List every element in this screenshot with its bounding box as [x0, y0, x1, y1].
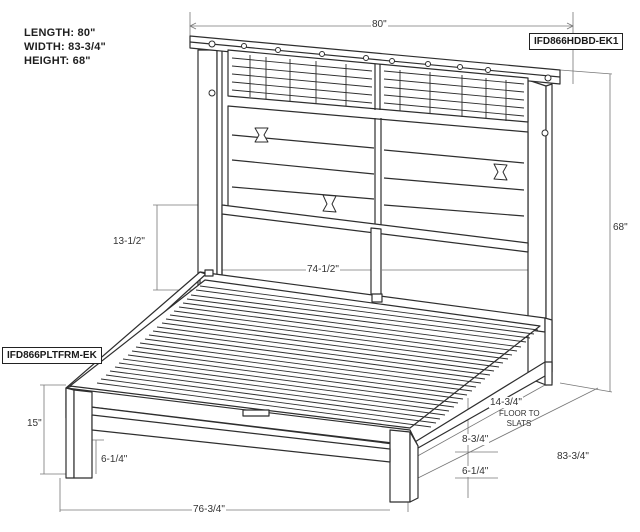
dim-front-width: 76-3/4" — [192, 504, 226, 515]
butterfly-inlays — [254, 127, 508, 213]
dim-overall-height: 68" — [612, 222, 629, 233]
spec-width: WIDTH: 83-3/4" — [24, 41, 106, 53]
dim-side-height: 15" — [26, 418, 43, 429]
spec-height: HEIGHT: 68" — [24, 55, 91, 67]
note-floor-to-slats: FLOOR TO SLATS — [499, 409, 540, 428]
headboard — [189, 35, 561, 386]
spec-length: LENGTH: 80" — [24, 27, 96, 39]
platform-model-tag: IFD866PLTFRM-EK — [2, 347, 102, 364]
dim-floor-to-slats: 14-3/4" — [489, 397, 523, 408]
dim-leg-right: 6-1/4" — [461, 466, 490, 477]
front-rail — [65, 269, 553, 503]
grille-bars — [231, 55, 525, 121]
slats — [96, 285, 539, 428]
dimension-lines — [40, 12, 613, 512]
dim-depth: 83-3/4" — [556, 451, 590, 462]
bolt-heads — [208, 40, 552, 137]
dim-leg-left: 6-1/4" — [100, 454, 129, 465]
headboard-model-tag: IFD866HDBD-EK1 — [529, 33, 624, 50]
dim-upper-panel: 13-1/2" — [112, 236, 146, 247]
dim-rail-height: 8-3/4" — [461, 434, 490, 445]
dim-overall-width: 80" — [371, 19, 388, 30]
dim-inner-width: 74-1/2" — [306, 264, 340, 275]
